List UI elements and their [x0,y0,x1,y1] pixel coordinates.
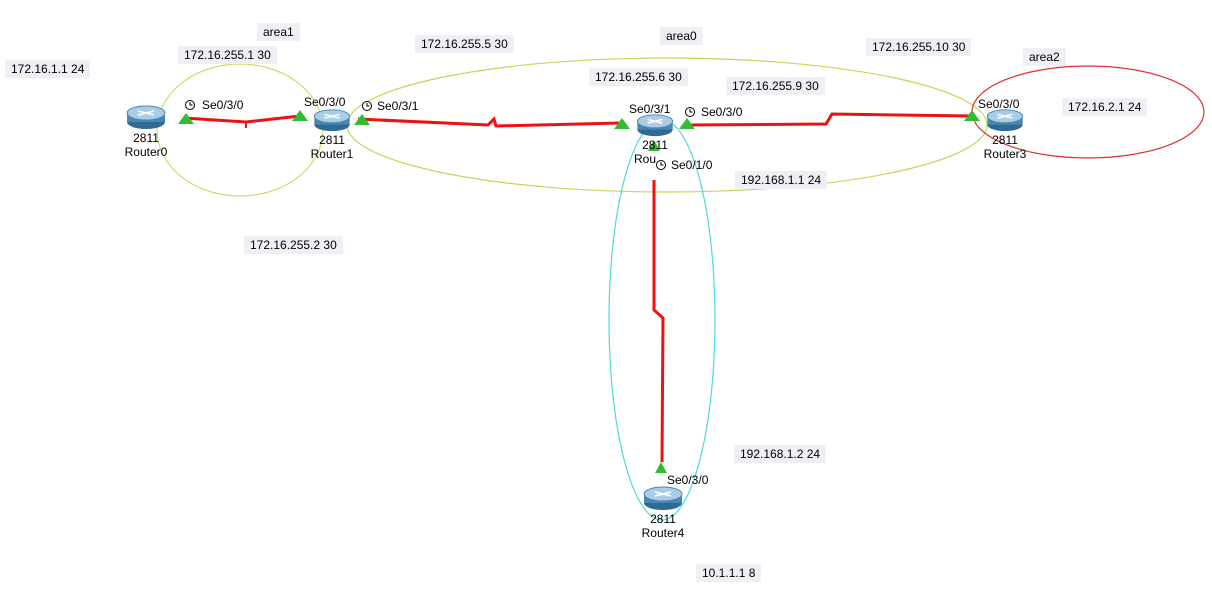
router-router0[interactable]: 2811 Router0 [123,103,169,159]
area-label-area2: area2 [1023,48,1066,66]
link-up-indicator [964,110,980,121]
router-name: Router3 [983,147,1027,161]
router-name: Router0 [124,145,168,159]
area1-ellipse [156,63,324,197]
link-up-indicator [648,140,660,151]
port-label-router0-se030: Se0/3/0 [202,98,244,112]
router-name: Rou [634,152,657,166]
note-r4-lan: 10.1.1.1 8 [696,564,762,582]
note-r2-r4-b: 192.168.1.2 24 [734,445,827,463]
note-r0-lan: 172.16.1.1 24 [5,60,91,78]
clock-icon [685,107,695,117]
port-label-router4-se030: Se0/3/0 [667,473,709,487]
link-up-indicator [178,113,194,124]
clock-icon [362,101,372,111]
note-r0-r1-a: 172.16.255.1 30 [178,46,277,64]
router-router1[interactable]: 2811 Router1 [309,107,355,161]
link-up-indicator [354,114,370,125]
link-router1-router2[interactable] [357,116,621,128]
link-router2-router3[interactable] [687,112,973,127]
note-r1-r2-b: 172.16.255.6 30 [589,68,688,86]
router-model: 2811 [133,131,159,145]
note-r1-r2-a: 172.16.255.5 30 [415,35,514,53]
note-r0-r1-b: 172.16.255.2 30 [244,236,343,254]
link-up-indicator [679,118,695,129]
link-router0-router1[interactable] [183,114,301,124]
link-up-indicator [614,118,630,129]
link-router2-router4[interactable] [652,180,665,463]
port-label-router3-se030: Se0/3/0 [978,97,1020,111]
router-router4[interactable]: 2811 Router4 [640,484,686,540]
router-name: Router1 [310,147,354,161]
note-r2-r3-a: 172.16.255.10 30 [866,38,972,56]
area-label-area1: area1 [257,23,300,41]
router-icon [126,105,166,129]
clock-icon [185,100,195,110]
router-model: 2811 [642,138,668,152]
note-r2-r4-a: 192.168.1.1 24 [735,171,828,189]
clock-icon [656,160,666,170]
link-up-indicator [292,110,308,121]
note-r2-r3-b: 172.16.255.9 30 [726,77,825,95]
router-icon [313,109,351,132]
router-icon [986,109,1024,132]
router-router2[interactable]: 2811 Rou [632,112,678,166]
router-icon [643,486,683,510]
router-model: 2811 [650,512,676,526]
router-model: 2811 [992,133,1018,147]
router-router3[interactable]: 2811 Router3 [982,107,1028,161]
port-label-router2-se031: Se0/3/1 [629,102,671,116]
port-label-router2-se030: Se0/3/0 [701,105,743,119]
port-label-router1-se030: Se0/3/0 [304,95,346,109]
router-icon [636,114,674,137]
note-r3-lan: 172.16.2.1 24 [1062,98,1148,116]
port-label-router2-se010: Se0/1/0 [671,158,713,172]
area-label-area0: area0 [660,27,703,45]
port-label-router1-se031: Se0/3/1 [377,99,419,113]
router-name: Router4 [641,526,685,540]
link-up-indicator [655,462,667,473]
router-model: 2811 [319,133,345,147]
